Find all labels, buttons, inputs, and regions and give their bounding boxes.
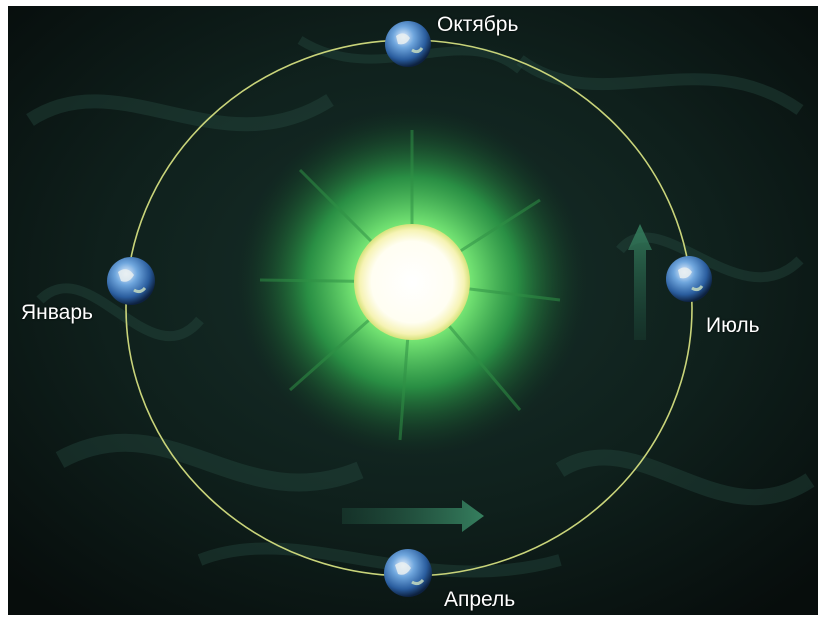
earth-april	[384, 549, 432, 597]
right-arrow-icon	[342, 500, 484, 532]
month-label-october: Октябрь	[437, 13, 519, 36]
earth-icon	[666, 256, 712, 302]
earth-january	[107, 257, 155, 305]
up-arrow-icon	[628, 224, 652, 340]
earth-icon	[107, 257, 155, 305]
earth-october	[385, 21, 431, 67]
month-label-july: Июль	[706, 314, 760, 337]
earth-july	[666, 256, 712, 302]
month-label-april: Апрель	[444, 588, 516, 611]
month-label-january: Январь	[21, 301, 93, 324]
sun-icon	[354, 224, 470, 340]
earth-icon	[384, 549, 432, 597]
earth-icon	[385, 21, 431, 67]
